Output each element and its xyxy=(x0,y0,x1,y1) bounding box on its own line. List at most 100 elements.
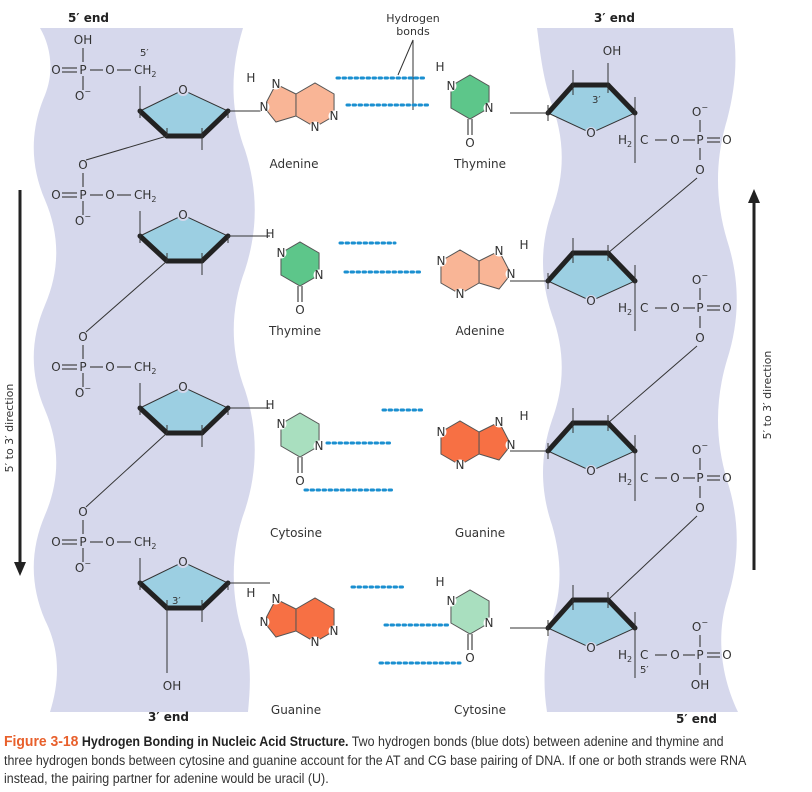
base-name-thymine: Thymine xyxy=(268,324,321,338)
right-direction-label: 5′ to 3′ direction xyxy=(761,351,774,440)
hydrogen-atom: H xyxy=(246,71,255,85)
atom-halo xyxy=(435,255,447,267)
oxygen-atom: O xyxy=(78,158,87,172)
oxygen-atom: O xyxy=(51,188,60,202)
sugar-front-edge xyxy=(545,82,576,116)
phosphodiester-link xyxy=(607,515,698,601)
atom-halo xyxy=(309,636,321,648)
atom-halo xyxy=(309,121,321,133)
ring-oxygen: O xyxy=(178,208,187,222)
nitrogen-atom: N xyxy=(485,616,494,630)
ring-oxygen-halo xyxy=(585,295,597,307)
ch2-group: CH2 xyxy=(134,535,157,551)
ring-oxygen: O xyxy=(178,380,187,394)
up-arrow-icon xyxy=(748,189,760,203)
sugar-front-edge xyxy=(199,108,231,139)
left-strand-5prime-end-label: 5′ end xyxy=(68,11,109,25)
nitrogen-atom: N xyxy=(330,624,339,638)
oxygen-atom: O xyxy=(670,471,679,485)
nitrogen-atom: N xyxy=(495,244,504,258)
nitrogen-atom: N xyxy=(446,79,455,93)
hydroxyl-group: OH xyxy=(691,678,709,692)
figure-number: Figure 3-18 xyxy=(4,733,79,750)
base-name-thymine: Thymine xyxy=(453,157,506,171)
ring-oxygen-halo xyxy=(585,465,597,477)
ring-oxygen-halo xyxy=(585,642,597,654)
ring-oxygen: O xyxy=(178,83,187,97)
base-name-adenine: Adenine xyxy=(270,157,319,171)
sugar-front-edge xyxy=(199,405,231,436)
sugar-front-edge xyxy=(199,580,231,611)
atom-halo xyxy=(258,616,270,628)
oxygen-atom: O xyxy=(465,651,474,665)
figure-title: Hydrogen Bonding in Nucleic Acid Structu… xyxy=(81,734,349,749)
right-backbone-band xyxy=(537,28,738,712)
right-strand-5prime-end-label: 5′ end xyxy=(676,712,717,725)
atom-halo xyxy=(454,459,466,471)
sugar-front-edge xyxy=(605,250,638,284)
phosphorus-atom: P xyxy=(696,471,703,485)
oxygen-atom: O xyxy=(295,303,304,317)
nitrogen-atom: N xyxy=(456,287,465,301)
oxygen-atom: O xyxy=(722,133,731,147)
oxygen-atom: O xyxy=(670,133,679,147)
oxygen-atom: O xyxy=(51,360,60,374)
ch2-group: CH2 xyxy=(134,63,157,79)
oxygen-atom: O xyxy=(670,648,679,662)
nitrogen-atom: N xyxy=(271,592,280,606)
atom-halo xyxy=(483,617,495,629)
phosphodiester-link xyxy=(607,345,698,424)
atom-halo xyxy=(258,101,270,113)
phosphodiester-link xyxy=(85,135,168,161)
five-prime-label: 5′ xyxy=(640,665,649,676)
down-arrow-icon xyxy=(14,562,26,576)
atom-halo xyxy=(445,595,457,607)
nitrogen-atom: N xyxy=(485,101,494,115)
oxygen-atom: O xyxy=(105,535,114,549)
hydrogen-atom: H xyxy=(520,409,529,423)
phosphorus-atom: P xyxy=(696,301,703,315)
left-strand-3prime-end-label: 3′ end xyxy=(148,710,189,724)
hydroxyl-group: OH xyxy=(163,679,181,693)
nitrogen-atom: N xyxy=(276,417,285,431)
nitrogen-atom: N xyxy=(311,120,320,134)
nitrogen-atom: N xyxy=(271,77,280,91)
atom-halo xyxy=(493,245,505,257)
sugar-front-edge xyxy=(545,597,576,631)
oxygen-atom: O xyxy=(695,163,704,177)
ring-oxygen-halo xyxy=(177,381,189,393)
cytosine-ring xyxy=(280,412,320,458)
atom-halo xyxy=(505,268,517,280)
phosphorus-atom: P xyxy=(79,63,86,77)
ch2-group: CH2 xyxy=(134,188,157,204)
ring-oxygen-halo xyxy=(585,127,597,139)
nitrogen-atom: N xyxy=(507,267,516,281)
nitrogen-atom: N xyxy=(446,594,455,608)
atom-halo xyxy=(435,426,447,438)
carbon-atom: C xyxy=(640,133,648,147)
atom-halo xyxy=(493,416,505,428)
nitrogen-atom: N xyxy=(507,438,516,452)
oxygen-atom: O xyxy=(670,301,679,315)
left-backbone-band xyxy=(33,28,255,712)
nitrogen-atom: N xyxy=(276,246,285,260)
nitrogen-atom: N xyxy=(311,635,320,649)
ring-oxygen: O xyxy=(586,126,595,140)
sugar-front-edge xyxy=(137,405,170,436)
phosphorus-atom: P xyxy=(696,648,703,662)
nitrogen-atom: N xyxy=(495,415,504,429)
nitrogen-atom: N xyxy=(436,425,445,439)
carbon-atom: C xyxy=(640,471,648,485)
oxygen-atom: O xyxy=(722,648,731,662)
